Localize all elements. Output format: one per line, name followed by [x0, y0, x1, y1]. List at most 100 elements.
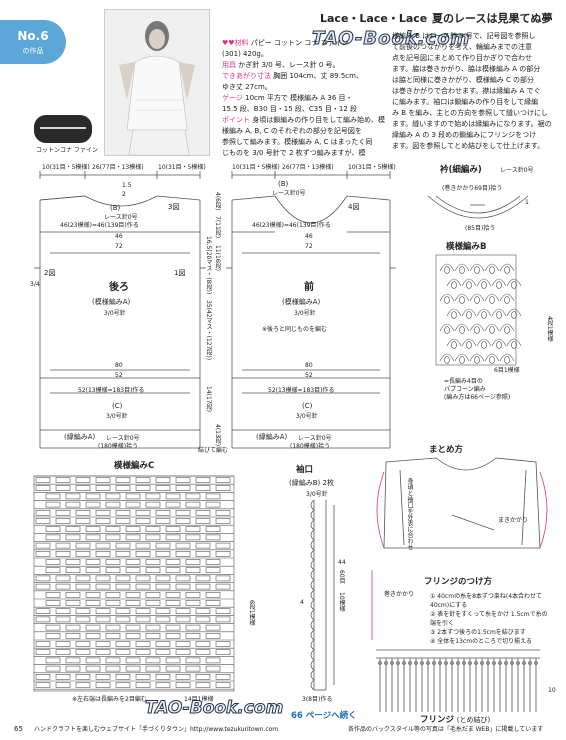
- pattern-b-arc: [491, 278, 507, 287]
- pattern-b-bobble: [511, 281, 517, 289]
- pattern-c-mesh: [125, 559, 141, 565]
- right-line-2: 点を記号図にまとめて作り目かぎりで合わせ: [392, 54, 532, 62]
- pattern-c-mesh: [205, 567, 221, 573]
- back-pattern: (模様編みA): [92, 298, 131, 306]
- pattern-c-mesh: [195, 477, 211, 483]
- footer-text[interactable]: ハンドクラフトを楽しむウェブサイト「手づくりタウン」http://www.tez…: [34, 726, 279, 733]
- fringe-knot: [384, 661, 388, 665]
- pattern-c-mesh: [125, 633, 141, 639]
- pattern-c-mesh: [85, 633, 101, 639]
- cuff-len: 44: [338, 559, 346, 566]
- pattern-c-mesh: [175, 477, 191, 483]
- pattern-c-mesh: [215, 485, 231, 491]
- pattern-c-mesh: [195, 641, 211, 647]
- back-sec-b: (B): [110, 204, 121, 212]
- pattern-c-mesh: [185, 501, 201, 508]
- pattern-c-mesh: [105, 624, 121, 631]
- pattern-c-mesh: [35, 477, 51, 483]
- pattern-b-bobble: [504, 296, 510, 304]
- pattern-c-mesh: [155, 477, 171, 483]
- fringe-knot: [396, 661, 400, 665]
- pattern-c-mesh: [165, 600, 181, 606]
- pattern-c-mesh: [125, 493, 141, 500]
- right-line-6: に編みます。袖口は鎖編みの作り目をして縁編: [392, 98, 539, 106]
- back-trim-count: (180模様)拾う: [98, 443, 139, 450]
- pattern-c-mesh: [215, 575, 231, 582]
- pattern-c-mesh: [195, 575, 211, 582]
- pattern-c-mesh: [165, 657, 181, 664]
- material-text: パピー コットン コナ ファイン: [250, 39, 349, 47]
- pattern-c-mesh: [75, 485, 91, 491]
- front-note: ※後ろと同じものを編む: [262, 326, 328, 333]
- pattern-b-arc: [439, 293, 455, 302]
- pattern-c-mesh: [125, 592, 141, 598]
- pattern-b-bobble: [496, 281, 502, 289]
- pattern-c-mesh: [165, 592, 181, 598]
- pattern-c-mesh: [35, 551, 51, 557]
- pattern-c-mesh: [175, 616, 191, 623]
- pattern-b-arc: [476, 308, 492, 317]
- pattern-c-mesh: [105, 592, 121, 598]
- back-width-b2: 72: [115, 243, 123, 250]
- pattern-c-mesh: [155, 575, 171, 582]
- pattern-c-mesh: [205, 592, 221, 598]
- right-line-4: は脇と同様に巻きかがり、模様編み C の部分: [392, 76, 535, 84]
- pattern-c-mesh: [165, 501, 181, 508]
- pattern-c-mesh: [115, 682, 131, 688]
- front-trim-needle: レース針0号: [298, 435, 332, 442]
- point-line-3: じものを 3/0 号針で 2 枚ずつ編みますが、模: [222, 149, 366, 157]
- pattern-c-mesh: [35, 682, 51, 688]
- watermark-top: TAO-Book.com: [311, 28, 471, 49]
- material-text2: (301) 420g。: [222, 50, 268, 58]
- pattern-c-mesh: [115, 616, 131, 623]
- pattern-c-mesh: [215, 509, 231, 516]
- assembly-note2: まきかがり: [498, 517, 529, 524]
- pattern-c-mesh: [135, 682, 151, 688]
- fringe-knot: [504, 661, 508, 665]
- front-trim-count: (180模様)拾う: [290, 443, 331, 450]
- pattern-c-mesh: [165, 493, 181, 500]
- page-ref[interactable]: 66 ページへ続く: [291, 711, 357, 721]
- pattern-c-mesh: [205, 559, 221, 565]
- pattern-b-bobble: [504, 356, 510, 364]
- pattern-c-mesh: [185, 657, 201, 664]
- instruction-right-column: 様編み B はレース針 0 号で、記号図を参照し て前後のつながりを考え、輪編み…: [392, 31, 557, 152]
- assembly-note1: 身頃と袖口を外表に合わせ: [406, 478, 413, 550]
- back-top-right-dim: 10(31目・5模様): [158, 164, 206, 171]
- pattern-b-bobble: [481, 281, 487, 289]
- back-join-note: 結びて編む: [198, 447, 229, 454]
- back-sec-c-needle: 3/0号針: [106, 413, 128, 420]
- fringe-knot: [414, 661, 418, 665]
- vdim-e: 35(42マス・(127段)): [205, 300, 212, 361]
- pattern-c-mesh: [215, 641, 231, 647]
- pattern-c-mesh: [115, 485, 131, 491]
- pattern-c-mesh: [115, 509, 131, 516]
- pattern-c-mesh: [55, 583, 71, 590]
- size-label: できあがり寸法: [222, 72, 271, 80]
- pattern-b-border: [435, 254, 517, 366]
- pattern-b-note2: パプコーン編み: [444, 386, 486, 393]
- pattern-c-mesh: [215, 542, 231, 549]
- pattern-c-mesh: [185, 559, 201, 565]
- pattern-c-mesh: [185, 665, 201, 672]
- pattern-c-mesh: [215, 518, 231, 524]
- front-width-b-val: 46: [305, 233, 313, 240]
- fringe-knot: [498, 661, 502, 665]
- pattern-b-title: 模様編みB: [446, 242, 487, 252]
- front-needle: 3/0号針: [294, 310, 316, 317]
- pattern-c-mesh: [45, 493, 61, 500]
- pattern-c-mesh: [175, 583, 191, 590]
- fringe-knot: [390, 661, 394, 665]
- pattern-c-mesh: [35, 583, 51, 590]
- fringe-step-1: 40cm)にする: [430, 602, 468, 609]
- pattern-b-arc: [469, 323, 485, 332]
- pattern-c-mesh: [95, 477, 111, 483]
- pattern-c-mesh: [215, 583, 231, 590]
- pattern-c-mesh: [85, 559, 101, 565]
- cuff-len3: 10模様: [338, 592, 345, 612]
- fringe-step-0: ① 40cmの糸を8本ずつ束ね(4本合わせて: [430, 593, 543, 600]
- pattern-c-mesh: [75, 616, 91, 623]
